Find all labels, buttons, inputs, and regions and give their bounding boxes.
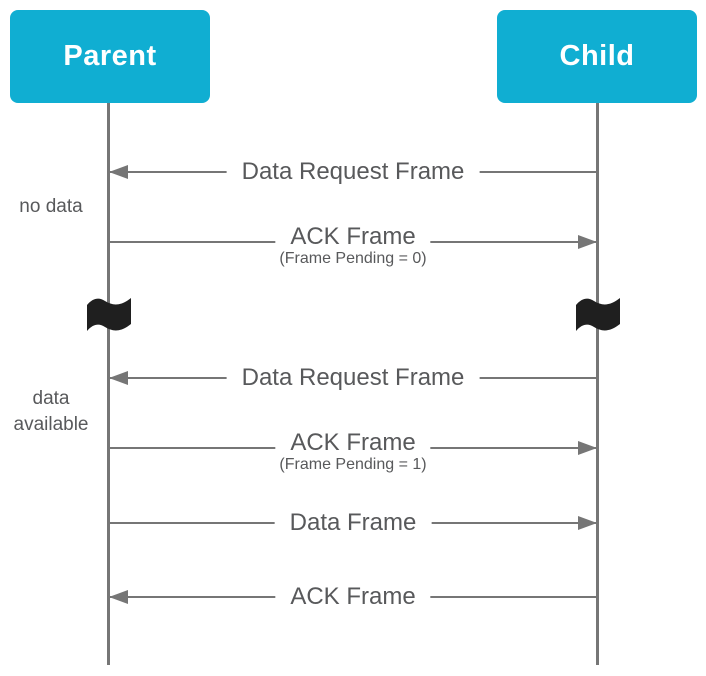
actor-label-parent: Parent bbox=[63, 40, 157, 72]
message-label: Data Request Frame bbox=[226, 158, 480, 186]
arrowhead-icon bbox=[109, 590, 128, 604]
side-label-data-available: data available bbox=[13, 388, 89, 435]
arrowhead-icon bbox=[109, 165, 128, 179]
arrowhead-icon bbox=[578, 516, 597, 530]
lifeline-parent bbox=[107, 103, 110, 665]
arrowhead-icon bbox=[578, 441, 597, 455]
message-subtitle: (Frame Pending = 1) bbox=[273, 456, 433, 474]
side-label-no-data: no data bbox=[19, 196, 83, 217]
actor-box-parent: Parent bbox=[10, 10, 210, 103]
flag-icon-parent bbox=[85, 294, 133, 334]
flag-icon-child bbox=[574, 294, 622, 334]
arrowhead-icon bbox=[109, 371, 128, 385]
actor-box-child: Child bbox=[497, 10, 697, 103]
message-label: Data Frame bbox=[274, 509, 432, 537]
arrowhead-icon bbox=[578, 235, 597, 249]
message-subtitle: (Frame Pending = 0) bbox=[273, 250, 433, 268]
lifeline-child bbox=[596, 103, 599, 665]
message-label: ACK Frame bbox=[275, 223, 431, 251]
message-label: ACK Frame bbox=[275, 583, 431, 611]
message-label: Data Request Frame bbox=[226, 364, 480, 392]
actor-label-child: Child bbox=[559, 40, 635, 72]
message-label: ACK Frame bbox=[275, 429, 431, 457]
